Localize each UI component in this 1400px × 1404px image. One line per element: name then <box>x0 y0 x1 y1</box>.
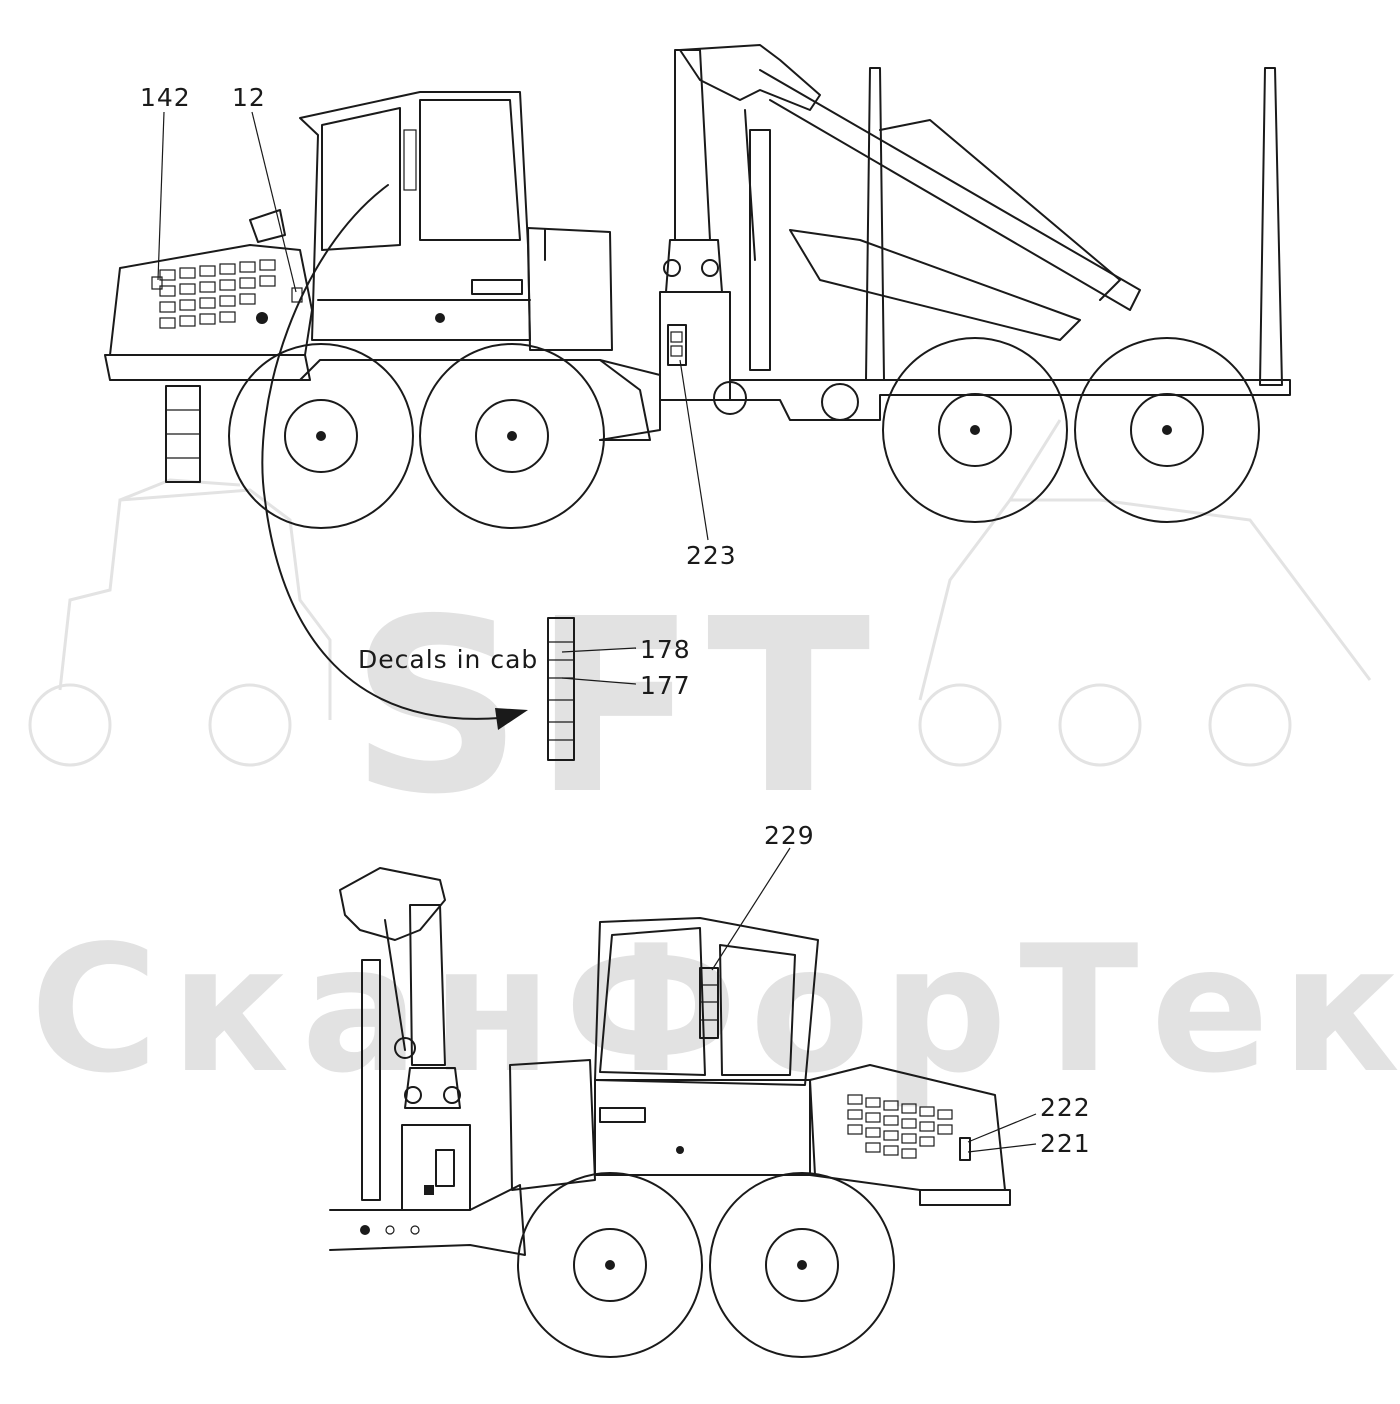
bogie-wheels-bottom <box>517 1172 895 1358</box>
crane-column <box>674 49 711 241</box>
callout-142: 142 <box>140 83 191 112</box>
callout-222: 222 <box>1040 1093 1091 1122</box>
decal-142 <box>151 276 163 290</box>
cab <box>299 91 531 341</box>
callout-12: 12 <box>232 83 266 112</box>
hood-grille-bottom <box>847 1094 953 1159</box>
rear-bogie-wheels <box>882 337 1260 523</box>
forwarder-side-view-bottom <box>329 867 1011 1358</box>
watermark: SFT СканФорТек <box>28 419 1400 1112</box>
crane-boom <box>679 44 821 111</box>
watermark-text: СканФорТек <box>30 909 1400 1112</box>
callout-177: 177 <box>640 671 691 700</box>
hood-grille <box>159 259 276 329</box>
cab-bottom <box>594 917 819 1086</box>
decal-222-221 <box>959 1137 971 1161</box>
cab-decal-inset: Decals in cab <box>261 184 637 761</box>
callout-221: 221 <box>1040 1129 1091 1158</box>
articulation-joint <box>599 359 661 441</box>
callout-178: 178 <box>640 635 691 664</box>
cab-arrow <box>261 184 501 720</box>
callout-229: 229 <box>764 821 815 850</box>
decal-strip <box>547 617 575 761</box>
leader-lines <box>157 111 1037 1153</box>
load-stake-front <box>865 67 885 381</box>
engine-hood <box>109 244 313 356</box>
front-bogie-wheels <box>228 343 605 529</box>
callout-223: 223 <box>686 541 737 570</box>
callout-labels: 142 12 223 178 177 229 222 221 <box>140 83 1091 1158</box>
crane-column-bottom <box>409 904 446 1066</box>
watermark-logo: SFT <box>350 567 881 847</box>
watermark-machine-right <box>918 419 1372 767</box>
decal-223 <box>667 324 687 366</box>
rear-frame <box>729 379 1291 421</box>
decal-229 <box>699 967 719 1039</box>
load-stake-rear <box>1259 67 1283 386</box>
decals-in-cab-label: Decals in cab <box>358 645 538 674</box>
forwarder-side-view-top <box>104 44 1291 529</box>
watermark-machine-left <box>28 478 332 767</box>
filler-cap <box>256 312 268 324</box>
